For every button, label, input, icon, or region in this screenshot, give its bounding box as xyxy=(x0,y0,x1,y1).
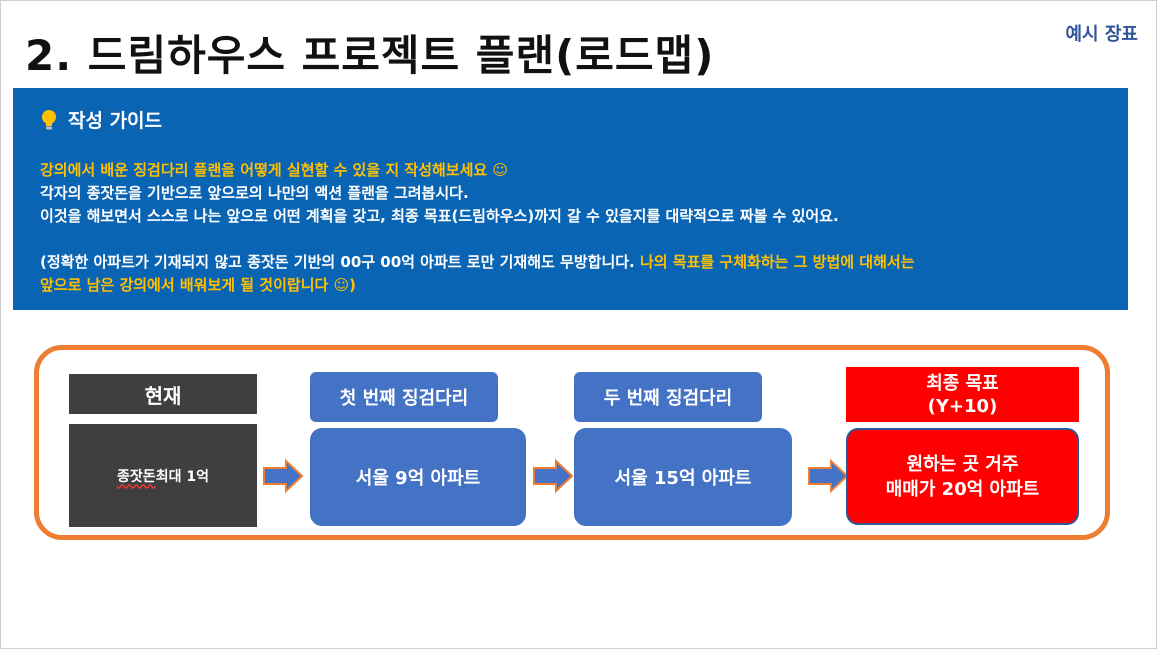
roadmap-container: 현재 종잣돈 최대 1억 첫 번째 징검다리 서울 9억 아파트 두 번째 징검… xyxy=(34,345,1110,540)
final-goal-value-line2: 매매가 20억 아파트 xyxy=(885,478,1040,500)
page-title: 2. 드림하우스 프로젝트 플랜(로드맵) xyxy=(25,31,715,80)
guide-header: 작성 가이드 xyxy=(40,106,1128,133)
step2-label: 두 번째 징검다리 xyxy=(574,372,762,422)
current-value: 종잣돈 최대 1억 xyxy=(69,424,257,527)
arrow-right-icon xyxy=(263,459,304,493)
guide-line-5-highlight: 앞으로 남은 강의에서 배워보게 될 것이랍니다 ☺) xyxy=(40,276,357,294)
step2-value: 서울 15억 아파트 xyxy=(574,428,792,526)
guide-line-4: (정확한 아파트가 기재되지 않고 종잣돈 기반의 00구 00억 아파트 로만… xyxy=(40,251,1128,274)
writing-guide-panel: 작성 가이드 강의에서 배운 징검다리 플랜을 어떻게 실현할 수 있을 지 작… xyxy=(13,88,1128,310)
guide-line-3: 이것을 해보면서 스스로 나는 앞으로 어떤 계획을 갖고, 최종 목표(드림하… xyxy=(40,207,839,225)
final-goal-label-line1: 최종 목표 xyxy=(926,372,999,394)
final-goal-label: 최종 목표 (Y+10) xyxy=(846,367,1079,422)
arrow-right-icon xyxy=(808,459,849,493)
guide-heading: 작성 가이드 xyxy=(68,110,163,132)
guide-line-4-white: (정확한 아파트가 기재되지 않고 종잣돈 기반의 00구 00억 아파트 로만… xyxy=(40,253,640,271)
guide-line-4-highlight: 나의 목표를 구체화하는 그 방법에 대해서는 xyxy=(639,253,915,271)
lightbulb-icon xyxy=(42,109,56,129)
step1-value: 서울 9억 아파트 xyxy=(310,428,526,526)
guide-line-2: 각자의 종잣돈을 기반으로 앞으로의 나만의 액션 플랜을 그려봅시다. xyxy=(40,184,469,202)
guide-line-1: 강의에서 배운 징검다리 플랜을 어떻게 실현할 수 있을 지 작성해보세요 ☺ xyxy=(40,161,509,179)
current-value-seed: 종잣돈 xyxy=(117,468,156,485)
final-goal-label-line2: (Y+10) xyxy=(927,395,998,417)
current-value-rest: 최대 1억 xyxy=(155,468,209,485)
example-slide-tag: 예시 장표 xyxy=(1065,24,1138,45)
guide-text: 강의에서 배운 징검다리 플랜을 어떻게 실현할 수 있을 지 작성해보세요 ☺… xyxy=(40,159,1128,297)
final-goal-value-line1: 원하는 곳 거주 xyxy=(906,453,1019,475)
guide-line-5: 앞으로 남은 강의에서 배워보게 될 것이랍니다 ☺) xyxy=(40,274,1128,297)
final-goal-value: 원하는 곳 거주 매매가 20억 아파트 xyxy=(846,428,1079,525)
current-label: 현재 xyxy=(69,374,257,414)
arrow-right-icon xyxy=(533,459,574,493)
step1-label: 첫 번째 징검다리 xyxy=(310,372,498,422)
